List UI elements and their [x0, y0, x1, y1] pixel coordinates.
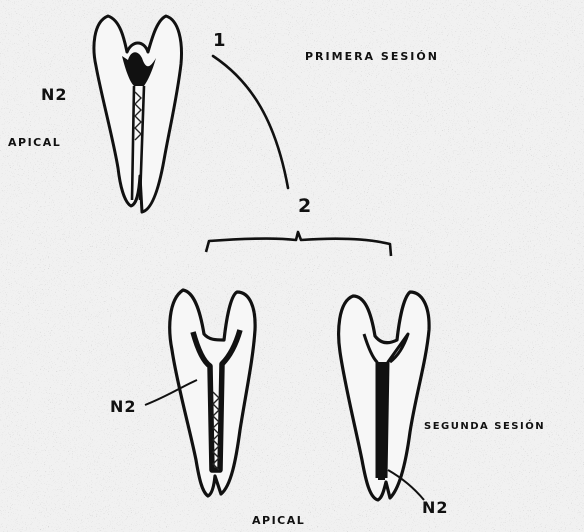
apical-bottom-label: APICAL — [252, 514, 305, 527]
apical-top-label: APICAL — [8, 136, 61, 149]
n2-left-label: N2 — [110, 397, 137, 416]
step-1-label: 1 — [213, 30, 227, 51]
step-2-label: 2 — [298, 195, 312, 217]
n2-top-label: N2 — [41, 85, 68, 104]
primera-sesion-label: PRIMERA SESIÓN — [305, 50, 439, 63]
n2-right-label: N2 — [422, 498, 449, 517]
segunda-sesion-label: SEGUNDA SESIÓN — [424, 421, 545, 432]
